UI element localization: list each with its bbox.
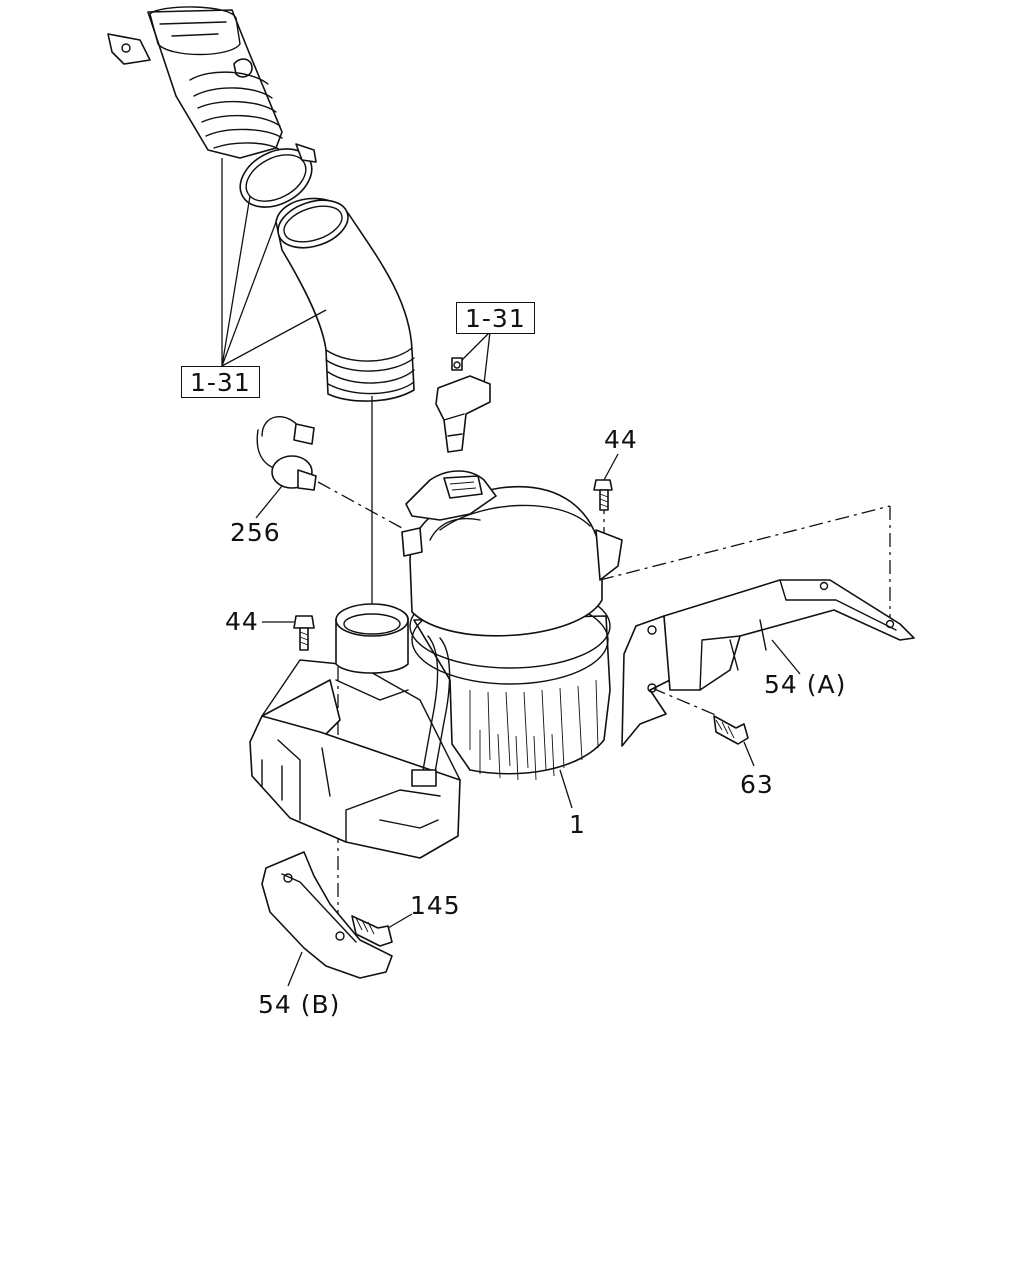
part-label-44-left: 44 [225,607,259,636]
bolt-63 [713,715,755,767]
ref-label-1-31-left: 1-31 [181,366,260,398]
bolt-145 [351,913,413,947]
ref-label-1-31-sensor: 1-31 [456,302,535,334]
part-label-44-upper: 44 [604,425,638,454]
bolt-44-left [262,615,315,651]
intake-duct-upper [107,6,283,159]
bracket-54b [261,851,393,987]
reference-leaders [221,158,491,385]
bracket-54a [621,579,915,747]
part-label-54b: 54 (B) [258,990,341,1019]
airflow-sensor [435,357,491,453]
part-label-145: 145 [410,891,461,920]
part-label-63: 63 [740,770,774,799]
hose-clamp [239,143,317,208]
bolt-44-upper [593,453,619,511]
air-cleaner-housing [249,470,623,859]
part-label-1: 1 [569,810,586,839]
part-label-256: 256 [230,518,281,547]
part-label-54a: 54 (A) [764,670,847,699]
intake-hose-curved [275,197,415,402]
sensor-256 [255,415,317,519]
